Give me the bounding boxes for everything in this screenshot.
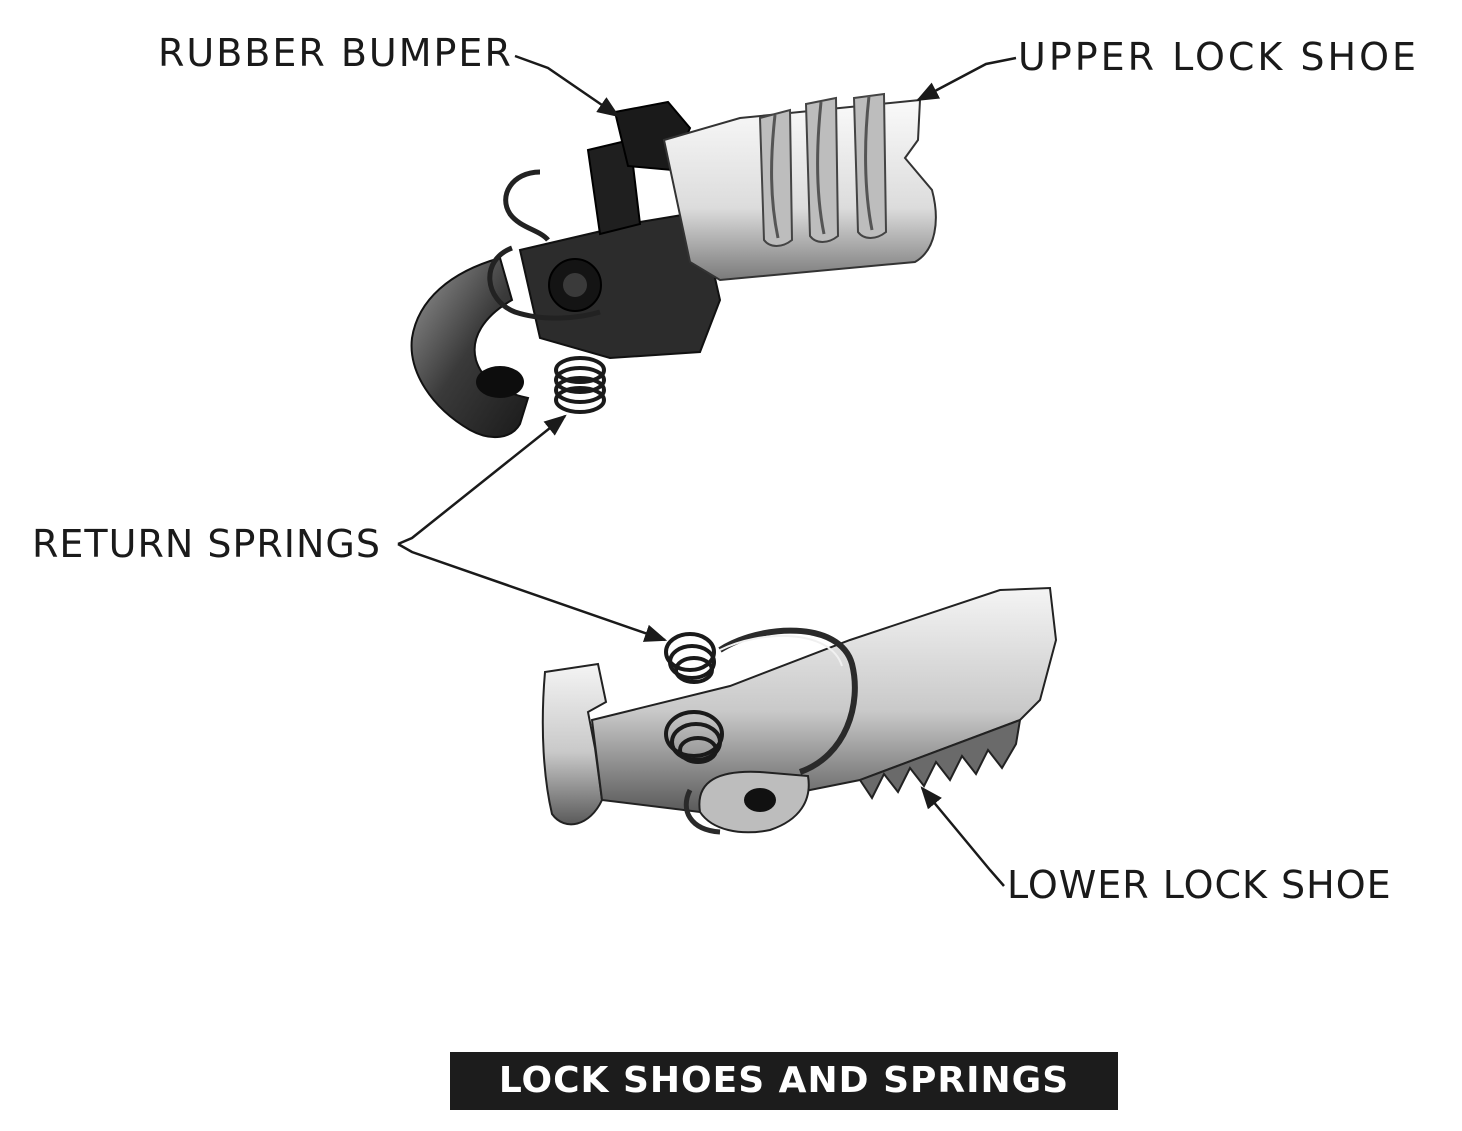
rubber-bumper-label: RUBBER BUMPER [158, 31, 513, 75]
upper-lock-shoe-leader [916, 56, 1017, 102]
lower-lock-shoe-label: LOWER LOCK SHOE [1007, 863, 1392, 907]
return-springs-leader-upper [397, 414, 567, 546]
rubber-bumper-leader [514, 54, 620, 118]
return-springs-leader-lower [397, 542, 668, 642]
lower-lock-shoe-leader [920, 786, 1005, 887]
lower-lock-shoe-icon [541, 586, 1058, 835]
upper-lock-shoe-icon [410, 92, 937, 439]
upper-lock-shoe-label: UPPER LOCK SHOE [1018, 35, 1420, 79]
leader-lines [397, 54, 1017, 887]
return-springs-label: RETURN SPRINGS [32, 522, 381, 566]
figure-caption: LOCK SHOES AND SPRINGS [450, 1052, 1118, 1110]
